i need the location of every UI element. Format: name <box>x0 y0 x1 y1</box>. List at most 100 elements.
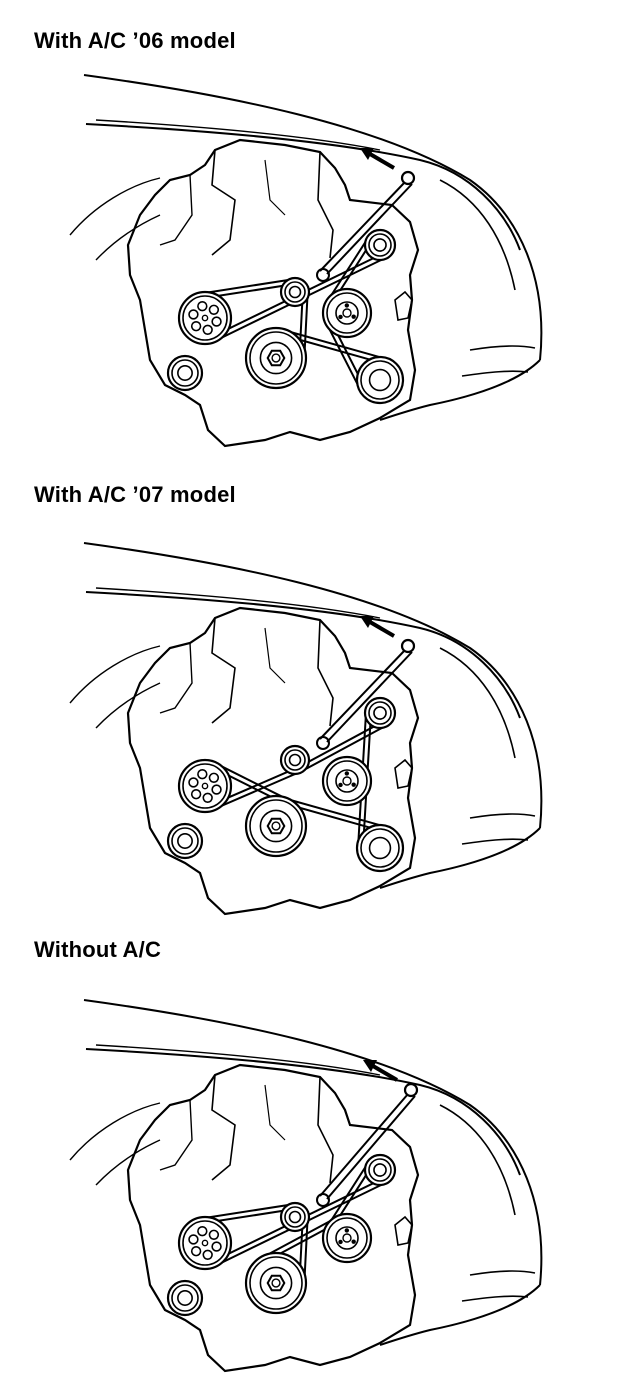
crankshaft-pulley <box>246 328 306 388</box>
direction-arrow <box>370 154 394 168</box>
power-steering-pulley-center <box>202 1240 207 1245</box>
engine-block <box>128 1065 418 1371</box>
ac-compressor-pulley-rim <box>361 829 399 867</box>
engine-seam <box>265 628 285 683</box>
power-steering-pulley <box>179 1217 231 1269</box>
ac-compressor-pulley-rim <box>361 361 399 399</box>
panel-title: With A/C ’06 model <box>34 28 236 53</box>
tool-pivot <box>317 737 329 749</box>
power-steering-pulley-hole <box>198 302 207 311</box>
panel-title: Without A/C <box>34 937 162 962</box>
bumper-detail <box>462 1296 528 1301</box>
power-steering-pulley-hole <box>203 793 212 802</box>
upper-idler-pulley-hub <box>374 239 386 251</box>
engine-seam <box>265 1085 285 1140</box>
wheel-arch-line <box>96 1140 160 1185</box>
power-steering-pulley-hole <box>189 778 198 787</box>
tool-pivot <box>317 1194 329 1206</box>
crankshaft-pulley-center <box>272 354 280 362</box>
tensioner-pulley-rim <box>327 1218 367 1258</box>
alternator-pulley <box>168 356 202 390</box>
body-line-2 <box>96 1045 380 1075</box>
power-steering-pulley <box>179 760 231 812</box>
idler-pulley-hub <box>290 1212 301 1223</box>
power-steering-pulley-hole <box>192 1247 201 1256</box>
power-steering-pulley-rim <box>183 764 227 808</box>
tensioner-pulley-rim <box>327 293 367 333</box>
tensioner-pulley-pin <box>344 771 350 776</box>
tensioner-pulley <box>323 289 371 337</box>
fender-line <box>440 180 515 290</box>
engine-seam <box>212 150 235 255</box>
power-steering-pulley-rim <box>183 1221 227 1265</box>
crankshaft-pulley-hub <box>260 342 291 373</box>
panel-ac-07: With A/C ’07 model <box>0 468 640 928</box>
engine-seam <box>318 1077 333 1183</box>
wheel-arch-line <box>70 178 160 235</box>
drawing-group <box>70 75 541 446</box>
tensioner-pulley-center <box>343 309 351 317</box>
tensioner-pulley-pin <box>351 782 356 787</box>
crankshaft-pulley-rim <box>250 1257 302 1309</box>
hood-line <box>84 543 541 828</box>
tensioner-pulley-rim <box>327 761 367 801</box>
tensioner-tool <box>327 1096 415 1199</box>
body-line <box>86 1049 520 1175</box>
tensioner-pulley-hub <box>336 770 358 792</box>
direction-arrow <box>370 622 394 636</box>
power-steering-pulley-hole <box>198 770 207 779</box>
direction-arrowhead <box>360 616 374 628</box>
power-steering-pulley-hole <box>212 785 221 794</box>
direction-arrow <box>373 1066 397 1080</box>
fender-line <box>440 648 515 758</box>
ac-compressor-pulley-hub <box>370 370 391 391</box>
tensioner-pulley-pin <box>351 1239 356 1244</box>
tensioner-tool <box>327 652 412 742</box>
power-steering-pulley <box>179 292 231 344</box>
tensioner-pulley-pin <box>338 782 343 788</box>
crankshaft-pulley-hub <box>260 1267 291 1298</box>
tensioner-tool <box>320 1094 408 1196</box>
crankshaft-pulley <box>246 796 306 856</box>
body-line <box>86 124 520 250</box>
drawing-group <box>70 543 541 914</box>
crankshaft-pulley-rim <box>250 332 302 384</box>
idler-pulley-rim <box>285 282 305 302</box>
tensioner-pulley <box>323 1214 371 1262</box>
tensioner-pulley-hub <box>336 1227 358 1249</box>
power-steering-pulley-hole <box>209 773 218 782</box>
bumper-line <box>380 828 540 888</box>
crankshaft-pulley-center <box>272 822 280 830</box>
upper-idler-pulley-hub <box>374 707 386 719</box>
power-steering-pulley-hole <box>209 1230 218 1239</box>
bumper-detail <box>470 1271 535 1275</box>
bumper-detail <box>470 346 535 350</box>
alternator-pulley-hub <box>178 366 192 380</box>
engine-seam <box>265 160 285 215</box>
power-steering-pulley-hole <box>203 1250 212 1259</box>
power-steering-pulley-hole <box>212 317 221 326</box>
ac-compressor-pulley-hub <box>370 838 391 859</box>
power-steering-pulley-center <box>202 315 207 320</box>
hood-line <box>84 1000 541 1285</box>
panel-title: With A/C ’07 model <box>34 482 236 507</box>
engine-seam <box>212 618 235 723</box>
hood-line <box>84 75 541 360</box>
power-steering-pulley-hole <box>189 1235 198 1244</box>
tensioner-pulley-center <box>343 1234 351 1242</box>
engine-block <box>128 608 418 914</box>
crankshaft-pulley-hub <box>260 810 291 841</box>
ac-compressor-pulley <box>357 825 403 871</box>
crankshaft-pulley <box>246 1253 306 1313</box>
tensioner-tool <box>320 650 405 739</box>
power-steering-pulley-hole <box>209 305 218 314</box>
engine-seam <box>160 1100 192 1170</box>
power-steering-pulley-hole <box>198 1227 207 1236</box>
alternator-pulley-rim <box>172 828 198 854</box>
tensioner-pulley-pin <box>344 303 350 308</box>
crankshaft-pulley-bolt <box>268 819 285 833</box>
idler-pulley-hub <box>290 287 301 298</box>
alternator-pulley-rim <box>172 1285 198 1311</box>
alternator-pulley-hub <box>178 834 192 848</box>
bumper-line <box>380 1285 540 1345</box>
